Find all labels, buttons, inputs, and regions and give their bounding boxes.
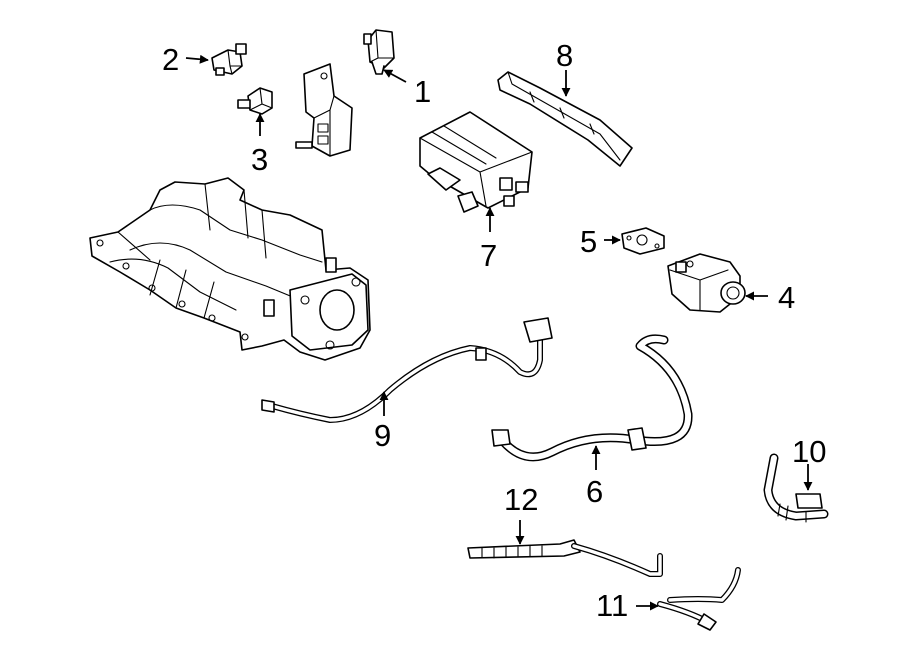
callout-9: 9 (374, 418, 391, 453)
part-8-shield (497, 71, 633, 167)
leader-1 (383, 69, 407, 83)
part-3-valve (237, 87, 273, 115)
part-6-hose (491, 334, 693, 462)
part-2-valve (211, 43, 247, 76)
callout-8: 8 (556, 38, 573, 73)
leader-2 (185, 54, 209, 64)
part-5-gasket (621, 227, 665, 255)
mounting-bracket (295, 63, 353, 157)
part-4-valve (667, 253, 746, 313)
callout-labels: 1 2 3 4 5 6 7 8 9 10 11 12 (162, 38, 826, 623)
leader-lines (185, 54, 813, 611)
callout-2: 2 (162, 42, 179, 77)
callout-4: 4 (778, 280, 795, 315)
callout-7: 7 (480, 238, 497, 273)
part-12-hose (467, 539, 663, 577)
part-11-hose (657, 567, 741, 631)
callout-10: 10 (792, 434, 826, 469)
intake-manifold (89, 177, 371, 361)
part-7-canister (419, 111, 533, 213)
callout-3: 3 (251, 142, 268, 177)
callout-6: 6 (586, 474, 603, 509)
callout-5: 5 (580, 224, 597, 259)
part-9-hose (261, 317, 553, 423)
part-10-hose (763, 453, 829, 523)
callout-12: 12 (504, 482, 538, 517)
callout-1: 1 (414, 74, 431, 109)
part-1-solenoid (363, 29, 395, 75)
callout-11: 11 (596, 588, 628, 623)
